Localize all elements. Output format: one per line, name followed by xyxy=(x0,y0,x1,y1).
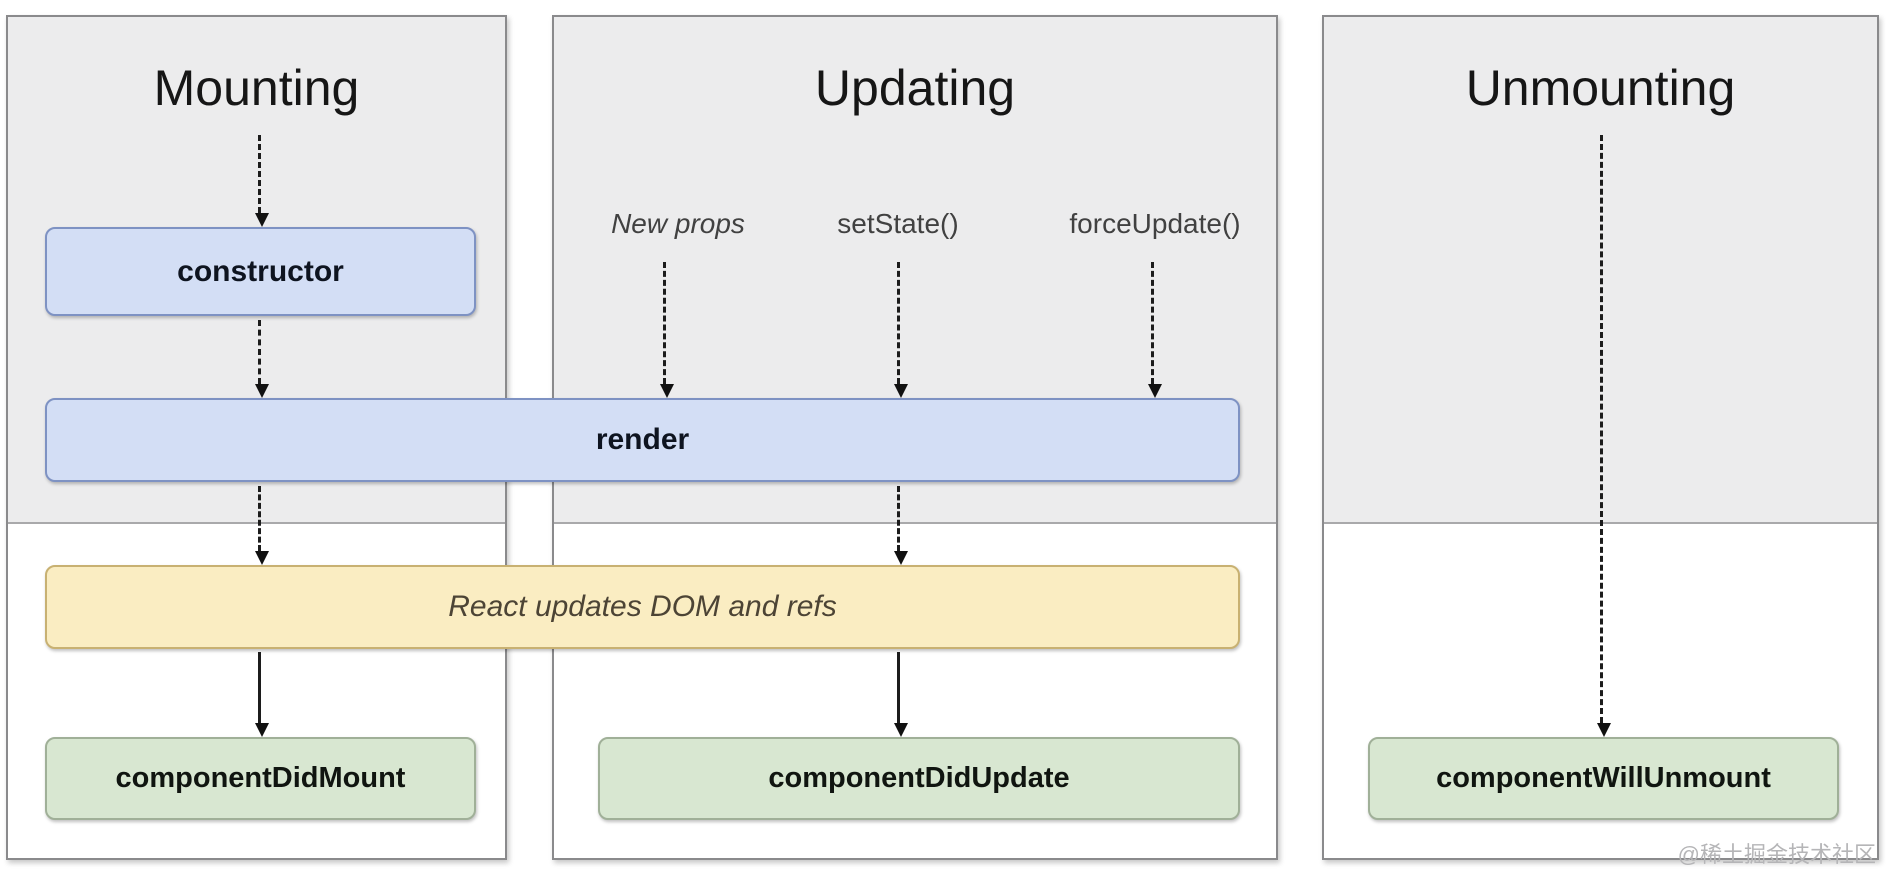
arrow-react-updates-to-did-mount xyxy=(255,652,269,737)
component-did-mount-box: componentDidMount xyxy=(45,737,476,820)
arrow-render-to-react-updates-mount xyxy=(255,486,269,565)
label-new-props: New props xyxy=(611,208,745,239)
arrow-unmounting-to-will-unmount xyxy=(1597,135,1611,737)
panel-title-unmounting: Unmounting xyxy=(1465,60,1736,116)
arrow-react-updates-to-did-update xyxy=(894,652,908,737)
component-will-unmount-box: componentWillUnmount xyxy=(1368,737,1839,820)
panel-title-mounting: Mounting xyxy=(153,60,360,116)
arrow-new-props-to-render xyxy=(660,262,674,398)
render-box: render xyxy=(45,398,1240,482)
arrow-constructor-to-render xyxy=(255,320,269,398)
arrow-force-update-to-render xyxy=(1148,262,1162,398)
arrow-render-to-react-updates-update xyxy=(894,486,908,565)
react-updates-dom-box: React updates DOM and refs xyxy=(45,565,1240,649)
component-did-update-box: componentDidUpdate xyxy=(598,737,1240,820)
label-set-state: setState() xyxy=(837,208,959,239)
panel-title-updating: Updating xyxy=(814,60,1016,116)
arrow-mounting-to-constructor xyxy=(255,135,269,227)
constructor-box: constructor xyxy=(45,227,476,316)
watermark: @稀土掘金技术社区 xyxy=(1677,842,1876,867)
label-force-update: forceUpdate() xyxy=(1069,208,1241,239)
arrow-set-state-to-render xyxy=(894,262,908,398)
